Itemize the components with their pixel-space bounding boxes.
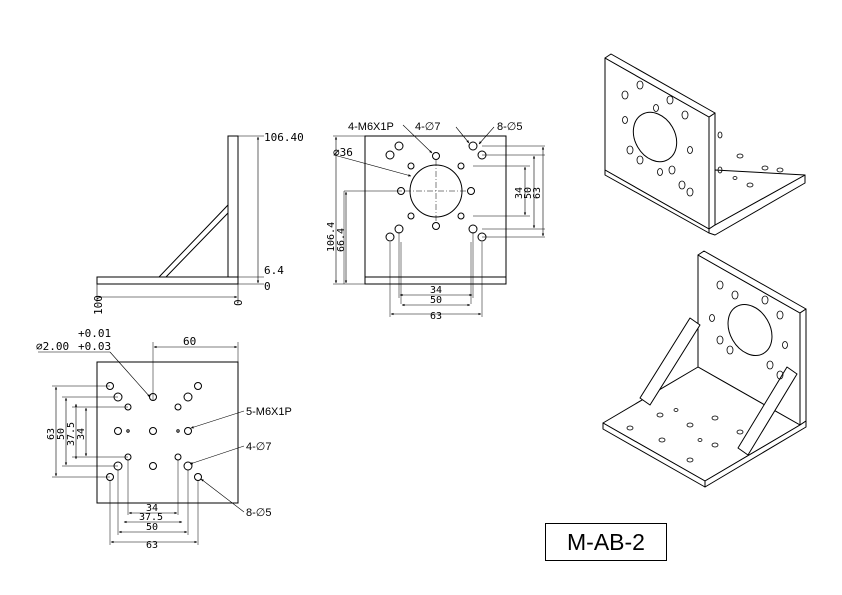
plan-holes [106, 382, 202, 481]
callout-front-holes-5: 8-∅5 [497, 121, 522, 133]
tolerance-base: ∅2.00 [36, 340, 69, 353]
callout-front-threaded: 4-M6X1P [348, 121, 394, 133]
dim-plan-b34: 34 [146, 503, 158, 514]
front-base-edge [364, 276, 507, 285]
dim-plan-v50: 50 [56, 428, 67, 440]
dim-front-v63: 63 [532, 187, 543, 199]
iso-view-bracket [604, 53, 806, 236]
front-view [333, 124, 545, 317]
dim-front-h106: 106.4 [326, 222, 337, 252]
dim-plan-v34: 34 [76, 428, 87, 440]
dim-plan-v37-5: 37.5 [66, 422, 77, 446]
callout-front-bore: ∅36 [333, 146, 353, 159]
vertical-plate [227, 135, 239, 278]
dim-side-length: 100 [92, 295, 105, 315]
dim-plan-b37-5: 37.5 [139, 512, 163, 523]
tolerance-lower: +0.03 [78, 340, 111, 353]
plan-view [38, 342, 245, 545]
dim-front-v34: 34 [514, 187, 525, 199]
dim-front-h66: 66.4 [336, 228, 347, 252]
dim-plan-top-60: 60 [183, 335, 196, 348]
plan-plate [96, 361, 239, 504]
dim-front-v50: 50 [523, 187, 534, 199]
part-number: M-AB-2 [567, 528, 645, 555]
front-holes [385, 141, 487, 242]
dim-front-b63: 63 [430, 311, 442, 322]
dim-plan-b63: 63 [146, 540, 158, 551]
callout-plan-holes-5: 8-∅5 [246, 507, 271, 519]
dim-plan-v63: 63 [46, 428, 57, 440]
callout-plan-threaded: 5-M6X1P [246, 406, 292, 418]
callout-front-holes-7: 4-∅7 [415, 121, 440, 133]
iso-view-gusseted-bracket [602, 250, 807, 488]
dim-side-height: 106.40 [264, 131, 304, 144]
gusset [157, 204, 229, 278]
dim-side-thickness: 6.4 [264, 264, 284, 277]
dim-side-origin-bottom: 0 [232, 299, 245, 306]
side-view [96, 135, 264, 302]
dim-front-b34: 34 [430, 285, 442, 296]
dim-side-origin-right: 0 [264, 280, 271, 293]
tolerance-upper: +0.01 [78, 327, 111, 340]
dim-plan-b50: 50 [146, 522, 158, 533]
part-number-box: M-AB-2 [545, 523, 667, 561]
dim-front-b50: 50 [430, 295, 442, 306]
callout-plan-holes-7: 4-∅7 [246, 441, 271, 453]
base-plate [96, 276, 239, 285]
